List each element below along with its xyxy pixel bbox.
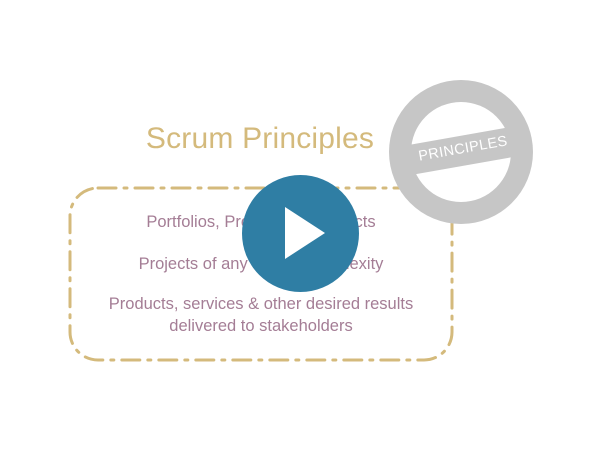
play-button[interactable]: [242, 175, 359, 292]
slide-title: Scrum Principles: [145, 122, 375, 155]
list-item: Products, services & other desired resul…: [108, 295, 414, 313]
list-item: delivered to stakeholders: [169, 317, 353, 335]
play-icon: [285, 207, 325, 259]
principles-badge-icon: [389, 80, 533, 224]
